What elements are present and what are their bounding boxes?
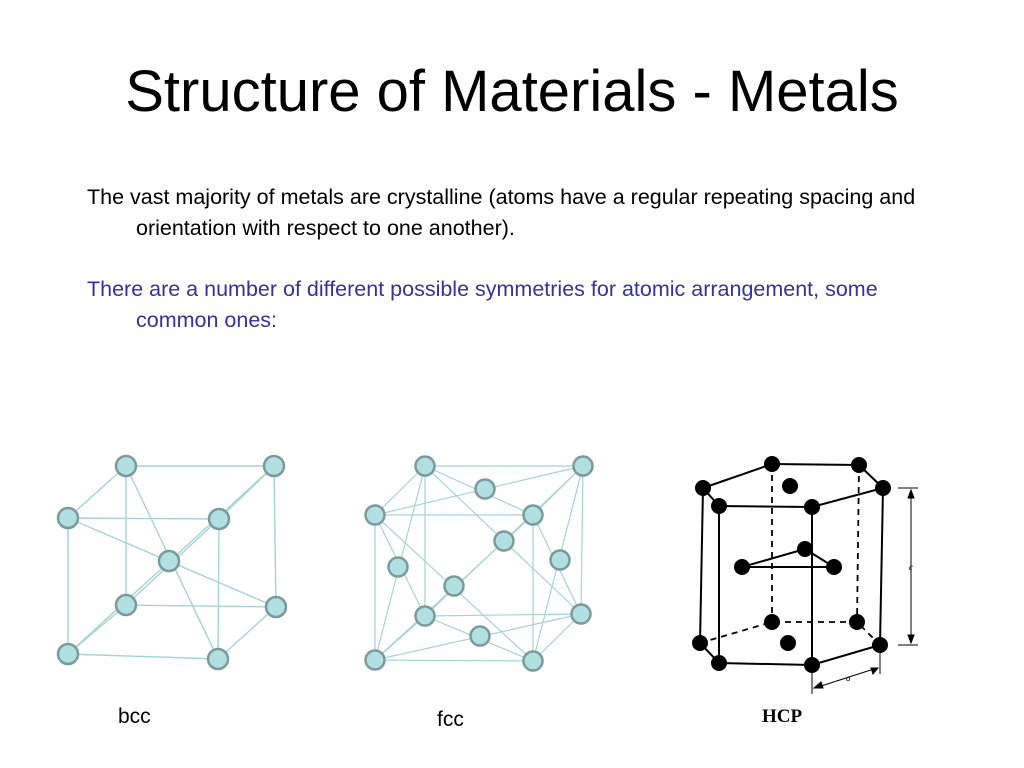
fcc-atom (549, 549, 571, 571)
fcc-atom (493, 530, 515, 552)
bcc-atom (56, 642, 80, 666)
hcp-atom (804, 657, 820, 673)
hcp-atom (711, 498, 727, 514)
fcc-atom (364, 649, 386, 671)
bcc-atom (206, 647, 230, 671)
fcc-atom (570, 603, 592, 625)
fcc-atom (469, 625, 491, 647)
hcp-lattice-diagram: c a (692, 456, 918, 694)
hcp-atom (826, 559, 842, 575)
hcp-c-dimension-label: c (909, 562, 913, 572)
hcp-atom (875, 480, 891, 496)
fcc-atom (522, 504, 544, 526)
fcc-label: fcc (437, 708, 464, 731)
bcc-atom (114, 454, 138, 478)
hcp-atom (782, 478, 798, 494)
hcp-atom (764, 614, 780, 630)
hcp-atom (872, 637, 888, 653)
fcc-atom (414, 605, 436, 627)
paragraph-symmetries: There are a number of different possible… (87, 277, 878, 332)
hcp-atom (764, 456, 780, 472)
fcc-atom (474, 478, 496, 500)
bcc-atom (264, 595, 288, 619)
fcc-atom (364, 504, 386, 526)
hcp-atom (849, 614, 865, 630)
hcp-atom (695, 480, 711, 496)
hcp-label: HCP (762, 706, 803, 727)
hcp-atom (734, 559, 750, 575)
hcp-a-dimension-label: a (846, 673, 851, 683)
bcc-atom (56, 506, 80, 530)
hcp-atom (780, 635, 796, 651)
bcc-atom (114, 593, 138, 617)
fcc-atom (443, 575, 465, 597)
hcp-atom (804, 499, 820, 515)
fcc-atom (387, 556, 409, 578)
fcc-atom (572, 455, 594, 477)
fcc-atom (522, 650, 544, 672)
hcp-atom (711, 655, 727, 671)
bcc-label: bcc (118, 705, 151, 728)
hcp-atom (851, 457, 867, 473)
bcc-lattice-diagram (56, 454, 288, 671)
fcc-atom (414, 455, 436, 477)
fcc-lattice-diagram (364, 455, 594, 672)
bcc-atom (262, 454, 286, 478)
hcp-atom (797, 541, 813, 557)
hcp-atom (692, 635, 708, 651)
paragraph-crystalline: The vast majority of metals are crystall… (87, 185, 916, 240)
bcc-atom (157, 549, 181, 573)
slide-title: Structure of Materials - Metals (125, 59, 899, 124)
bcc-atom (207, 507, 231, 531)
